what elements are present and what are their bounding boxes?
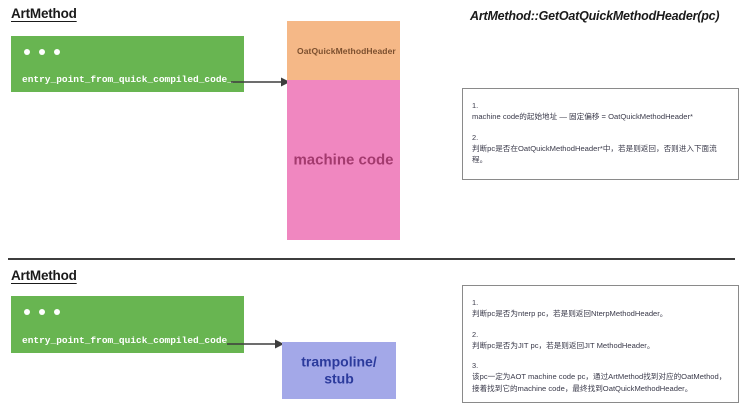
top-notes-box: 1. machine code的起始地址 — 固定偏移 = OatQuickMe… <box>462 88 739 180</box>
ellipsis-dots-icon <box>24 49 60 55</box>
note-number: 1. <box>472 298 479 307</box>
oat-quick-method-header-box: OatQuickMethodHeader <box>287 21 400 80</box>
top-artmethod-box: entry_point_from_quick_compiled_code_ <box>11 36 244 92</box>
note-number: 1. <box>472 101 479 110</box>
note-number: 3. <box>472 361 479 370</box>
ellipsis-dots-icon <box>24 309 60 315</box>
note-item: 1. machine code的起始地址 — 固定偏移 = OatQuickMe… <box>472 100 729 123</box>
trampoline-stub-label: trampoline/ stub <box>282 353 396 388</box>
note-item: 3. 该pc一定为AOT machine code pc，通过ArtMethod… <box>472 360 729 394</box>
top-entry-point-field: entry_point_from_quick_compiled_code_ <box>22 74 233 85</box>
note-text: machine code的起始地址 — 固定偏移 = OatQuickMetho… <box>472 112 693 122</box>
note-text: 该pc一定为AOT machine code pc，通过ArtMethod找到对… <box>472 372 727 393</box>
get-oat-quick-method-header-title: ArtMethod::GetOatQuickMethodHeader(pc) <box>470 9 720 23</box>
section-divider <box>8 258 735 260</box>
trampoline-label-line2: stub <box>324 370 354 387</box>
top-artmethod-title: ArtMethod <box>11 6 77 21</box>
oat-quick-method-header-label: OatQuickMethodHeader <box>297 45 396 56</box>
machine-code-box: machine code <box>287 80 400 240</box>
bottom-arrow <box>227 336 285 352</box>
note-number: 2. <box>472 132 479 142</box>
trampoline-stub-box: trampoline/ stub <box>282 342 396 399</box>
note-item: 2. 判断pc是否在OatQuickMethodHeader*中，若是则返回，否… <box>472 132 729 166</box>
note-text: 判断pc是否为nterp pc，若是则返回NterpMethodHeader。 <box>472 309 668 319</box>
note-text: 判断pc是否为JIT pc，若是则返回JIT MethodHeader。 <box>472 340 655 350</box>
top-arrow <box>231 74 291 90</box>
bottom-artmethod-box: entry_point_from_quick_compiled_code_ <box>11 296 244 353</box>
note-text: 判断pc是否在OatQuickMethodHeader*中，若是则返回，否则进入… <box>472 143 717 164</box>
machine-code-label: machine code <box>293 151 394 169</box>
bottom-notes-box: 1. 判断pc是否为nterp pc，若是则返回NterpMethodHeade… <box>462 285 739 403</box>
trampoline-label-line1: trampoline/ <box>301 353 377 369</box>
note-number: 2. <box>472 329 479 339</box>
bottom-artmethod-title: ArtMethod <box>11 268 77 283</box>
bottom-entry-point-field: entry_point_from_quick_compiled_code_ <box>22 335 233 346</box>
note-item: 2. 判断pc是否为JIT pc，若是则返回JIT MethodHeader。 <box>472 329 729 352</box>
note-item: 1. 判断pc是否为nterp pc，若是则返回NterpMethodHeade… <box>472 297 729 320</box>
